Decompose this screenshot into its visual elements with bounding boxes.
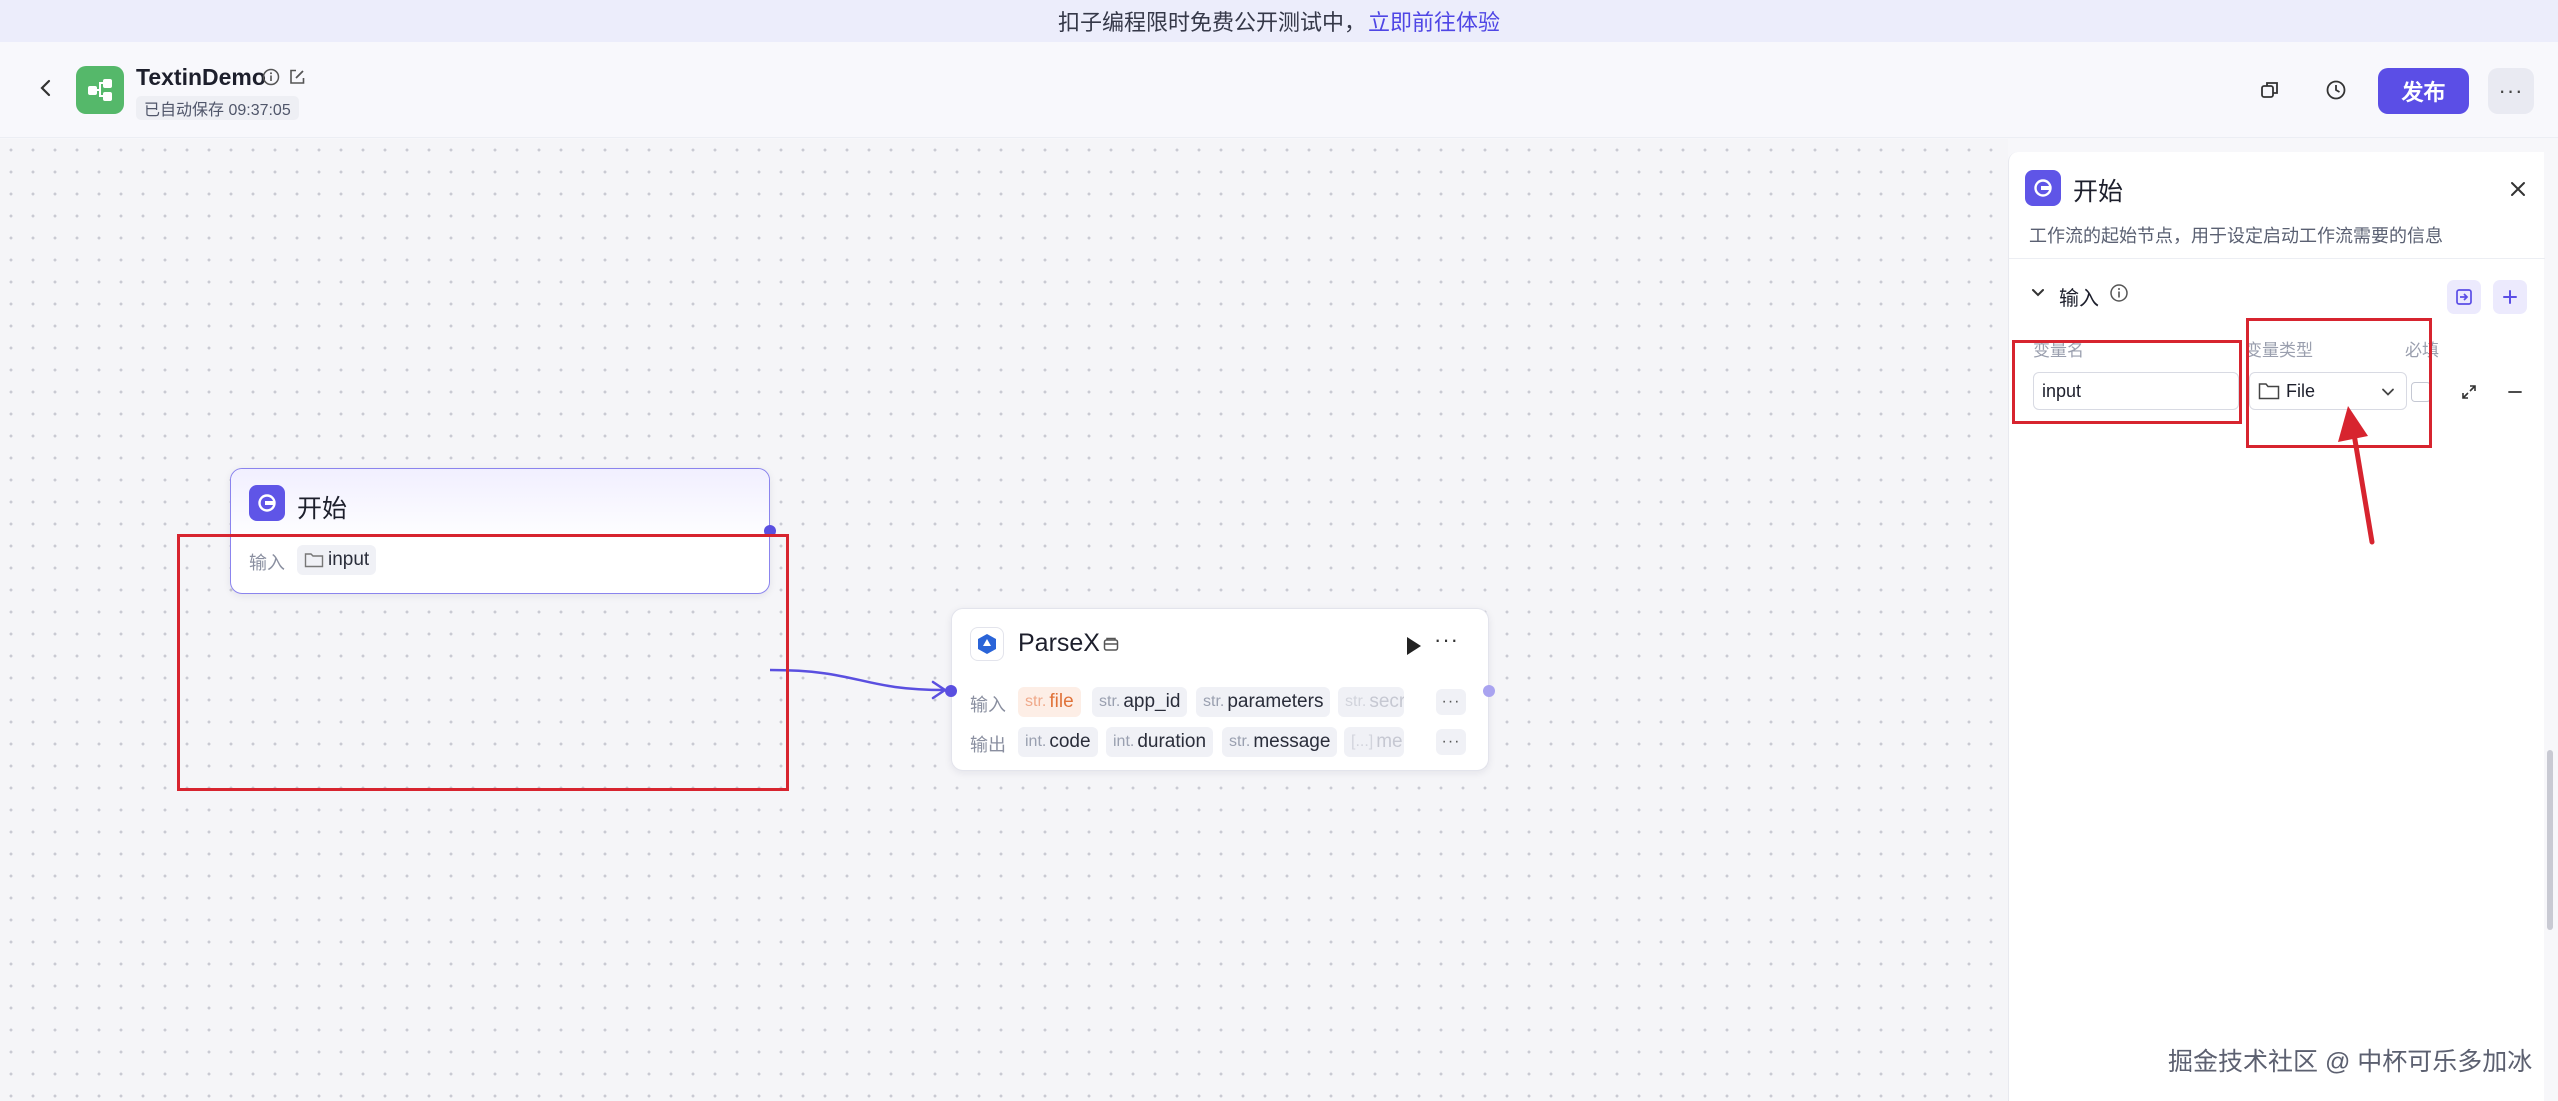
duplicate-icon[interactable] — [2252, 72, 2288, 108]
param-name: me — [1376, 731, 1403, 752]
parsex-output-handle[interactable] — [1483, 685, 1495, 697]
input-param-chip: str.secr — [1338, 687, 1404, 717]
param-name: secr — [1369, 691, 1404, 712]
chevron-down-icon — [2382, 388, 2394, 396]
param-type: str. — [1345, 693, 1367, 710]
param-type: str. — [1025, 693, 1047, 710]
variable-type-select[interactable]: File — [2249, 372, 2407, 410]
param-name: file — [1049, 691, 1074, 712]
output-param-chip: int.duration — [1106, 727, 1214, 757]
column-header-name: 变量名 — [2033, 341, 2084, 360]
parsex-output-label: 输出 — [970, 735, 1006, 755]
import-variables-button[interactable] — [2447, 280, 2481, 314]
variable-name-input[interactable]: input — [2033, 372, 2239, 410]
parsex-node[interactable]: ParseX ··· 输入 str.file str.app_id str.pa… — [945, 608, 1495, 771]
start-node-icon — [249, 485, 285, 521]
divider — [2009, 258, 2545, 259]
plus-icon — [2503, 290, 2517, 304]
output-param-chip: str.message — [1222, 727, 1338, 757]
start-input-var: input — [328, 549, 370, 570]
param-name: message — [1253, 731, 1331, 752]
import-icon — [2456, 289, 2472, 305]
annotation-box-start-node — [177, 534, 789, 791]
autosave-status: 已自动保存 09:37:05 — [136, 96, 299, 120]
node-header-bg — [231, 469, 769, 541]
param-type: str. — [1229, 733, 1251, 750]
param-name: parameters — [1227, 691, 1324, 712]
start-node-title: 开始 — [297, 495, 348, 523]
chevron-down-icon — [2032, 289, 2044, 297]
input-param-chip: str.app_id — [1092, 687, 1188, 717]
param-type: int. — [1025, 733, 1047, 750]
plugin-store-icon — [1102, 635, 1120, 658]
workflow-app-icon — [76, 66, 124, 114]
history-icon[interactable] — [2318, 72, 2354, 108]
info-icon[interactable] — [262, 68, 280, 91]
section-collapse-toggle[interactable] — [2029, 284, 2047, 307]
publish-button[interactable]: 发布 — [2378, 68, 2469, 114]
param-name: duration — [1137, 731, 1207, 752]
param-type: str. — [1203, 693, 1225, 710]
node-header-bg — [952, 609, 1488, 681]
folder-icon — [2258, 383, 2280, 400]
param-type: int. — [1113, 733, 1135, 750]
more-inputs-button[interactable]: ··· — [1436, 689, 1466, 715]
input-param-chip: str.parameters — [1196, 687, 1331, 717]
parsex-input-handle[interactable] — [945, 685, 957, 697]
chevron-left-icon — [40, 79, 51, 97]
node-config-panel: 开始 工作流的起始节点，用于设定启动工作流需要的信息 输入 变量名 变量类型 必… — [2008, 152, 2545, 1101]
start-input-label: 输入 — [249, 553, 285, 573]
close-panel-button[interactable] — [2503, 174, 2533, 204]
watermark-text: 掘金技术社区 @ 中杯可乐多加冰 — [2168, 1048, 2533, 1076]
parsex-logo-icon — [970, 627, 1004, 661]
edit-icon[interactable] — [288, 68, 306, 91]
banner-text: 扣子编程限时免费公开测试中， — [1057, 10, 1366, 35]
parsex-node-title: ParseX — [1018, 629, 1100, 657]
param-type: [...] — [1351, 733, 1374, 750]
scrollbar[interactable] — [2547, 750, 2553, 930]
param-type: str. — [1099, 693, 1121, 710]
expand-icon[interactable] — [2455, 378, 2483, 406]
remove-variable-icon[interactable] — [2501, 378, 2529, 406]
input-param-chip: str.file — [1018, 687, 1081, 717]
folder-icon — [304, 553, 324, 568]
panel-title: 开始 — [2073, 178, 2124, 206]
output-param-chip: int.code — [1018, 727, 1098, 757]
annotation-box-variable-name — [2012, 340, 2242, 424]
more-outputs-button[interactable]: ··· — [1436, 729, 1466, 755]
parsex-input-label: 输入 — [970, 695, 1006, 715]
inputs-section-title: 输入 — [2059, 288, 2099, 310]
app-title: TextinDemo — [136, 64, 266, 90]
run-play-icon[interactable] — [1404, 635, 1424, 662]
output-param-chip: [...]me — [1344, 727, 1404, 757]
column-header-type: 变量类型 — [2245, 341, 2313, 360]
param-name: code — [1049, 731, 1091, 752]
param-name: app_id — [1123, 691, 1181, 712]
announcement-banner: 扣子编程限时免费公开测试中， 立即前往体验 — [0, 0, 2558, 42]
top-header: TextinDemo 已自动保存 09:37:05 发布 ··· — [0, 42, 2558, 138]
start-node[interactable]: 开始 输入 input — [230, 468, 776, 594]
more-menu-button[interactable]: ··· — [2488, 68, 2534, 114]
info-icon[interactable] — [2109, 283, 2129, 308]
close-icon — [2511, 182, 2525, 196]
variable-type-value: File — [2286, 380, 2316, 401]
add-variable-button[interactable] — [2493, 280, 2527, 314]
back-button[interactable] — [30, 72, 62, 104]
start-input-chip: input — [297, 545, 377, 575]
start-node-icon — [2025, 170, 2061, 206]
annotation-box-variable-type — [2246, 318, 2432, 448]
node-more-icon[interactable]: ··· — [1434, 627, 1459, 652]
panel-description: 工作流的起始节点，用于设定启动工作流需要的信息 — [2029, 226, 2443, 246]
annotation-arrow — [2338, 406, 2375, 545]
banner-link[interactable]: 立即前往体验 — [1368, 10, 1501, 35]
